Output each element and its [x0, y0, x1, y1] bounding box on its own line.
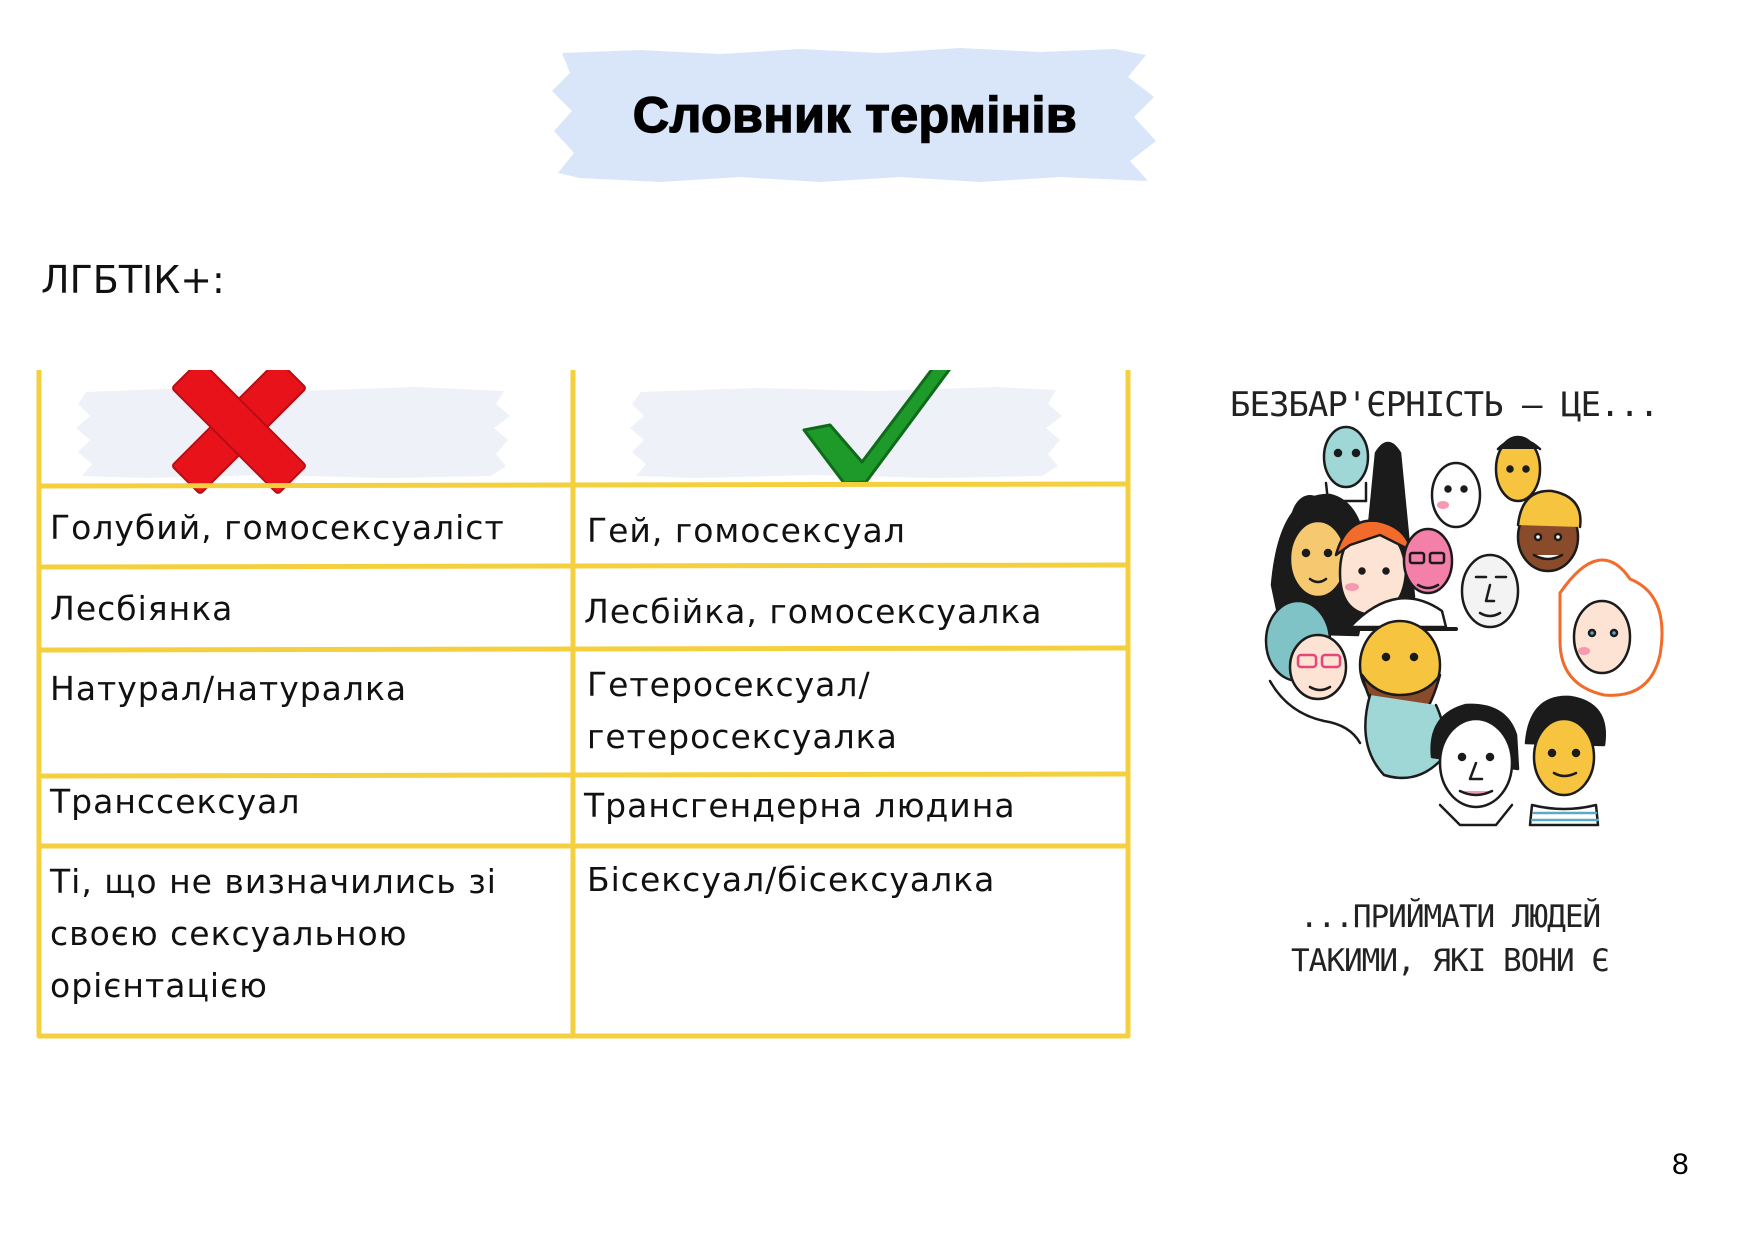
- page-number: 8: [1672, 1148, 1689, 1181]
- title-banner: Словник термінів: [550, 45, 1160, 185]
- poster-tagline-text: ...ПРИЙМАТИ ЛЮДЕЙ ТАКИМИ, ЯКІ ВОНИ Є: [1291, 899, 1610, 979]
- correct-term-5: Бісексуал/бісексуалка: [587, 860, 996, 899]
- correct-term-2: Лесбійка, гомосексуалка: [584, 592, 1043, 631]
- correct-term-4: Трансгендерна людина: [584, 786, 1016, 825]
- incorrect-term-2: Лесбіянка: [50, 589, 234, 628]
- section-label: ЛГБТІК+:: [41, 258, 225, 302]
- glossary-table: Голубий, гомосексуаліст Гей, гомосексуал…: [36, 370, 1136, 1050]
- red-cross-icon: [172, 370, 306, 494]
- poster-illustration: [1264, 425, 1664, 827]
- accessibility-poster: БЕЗБАР'ЄРНІСТЬ — ЦЕ...: [1200, 365, 1720, 1005]
- page-title: Словник термінів: [632, 86, 1078, 144]
- poster-headline: БЕЗБАР'ЄРНІСТЬ — ЦЕ...: [1230, 385, 1659, 425]
- incorrect-term-5: Ті, що не визначились зі своєю сексуальн…: [50, 862, 497, 1005]
- correct-term-3: Гетеросексуал/ гетеросексуалка: [587, 665, 898, 756]
- correct-header-banner: [630, 387, 1062, 478]
- title-banner-shape: [552, 48, 1156, 182]
- poster-tagline: ...ПРИЙМАТИ ЛЮДЕЙ ТАКИМИ, ЯКІ ВОНИ Є: [1240, 895, 1660, 983]
- incorrect-term-3: Натурал/натуралка: [50, 669, 408, 708]
- incorrect-term-1: Голубий, гомосексуаліст: [50, 508, 505, 547]
- incorrect-term-4: Транссексуал: [50, 782, 301, 821]
- table-grid-lines: [36, 370, 1131, 1039]
- glossary-table-frame: [36, 370, 1131, 1039]
- correct-term-1: Гей, гомосексуал: [587, 511, 906, 550]
